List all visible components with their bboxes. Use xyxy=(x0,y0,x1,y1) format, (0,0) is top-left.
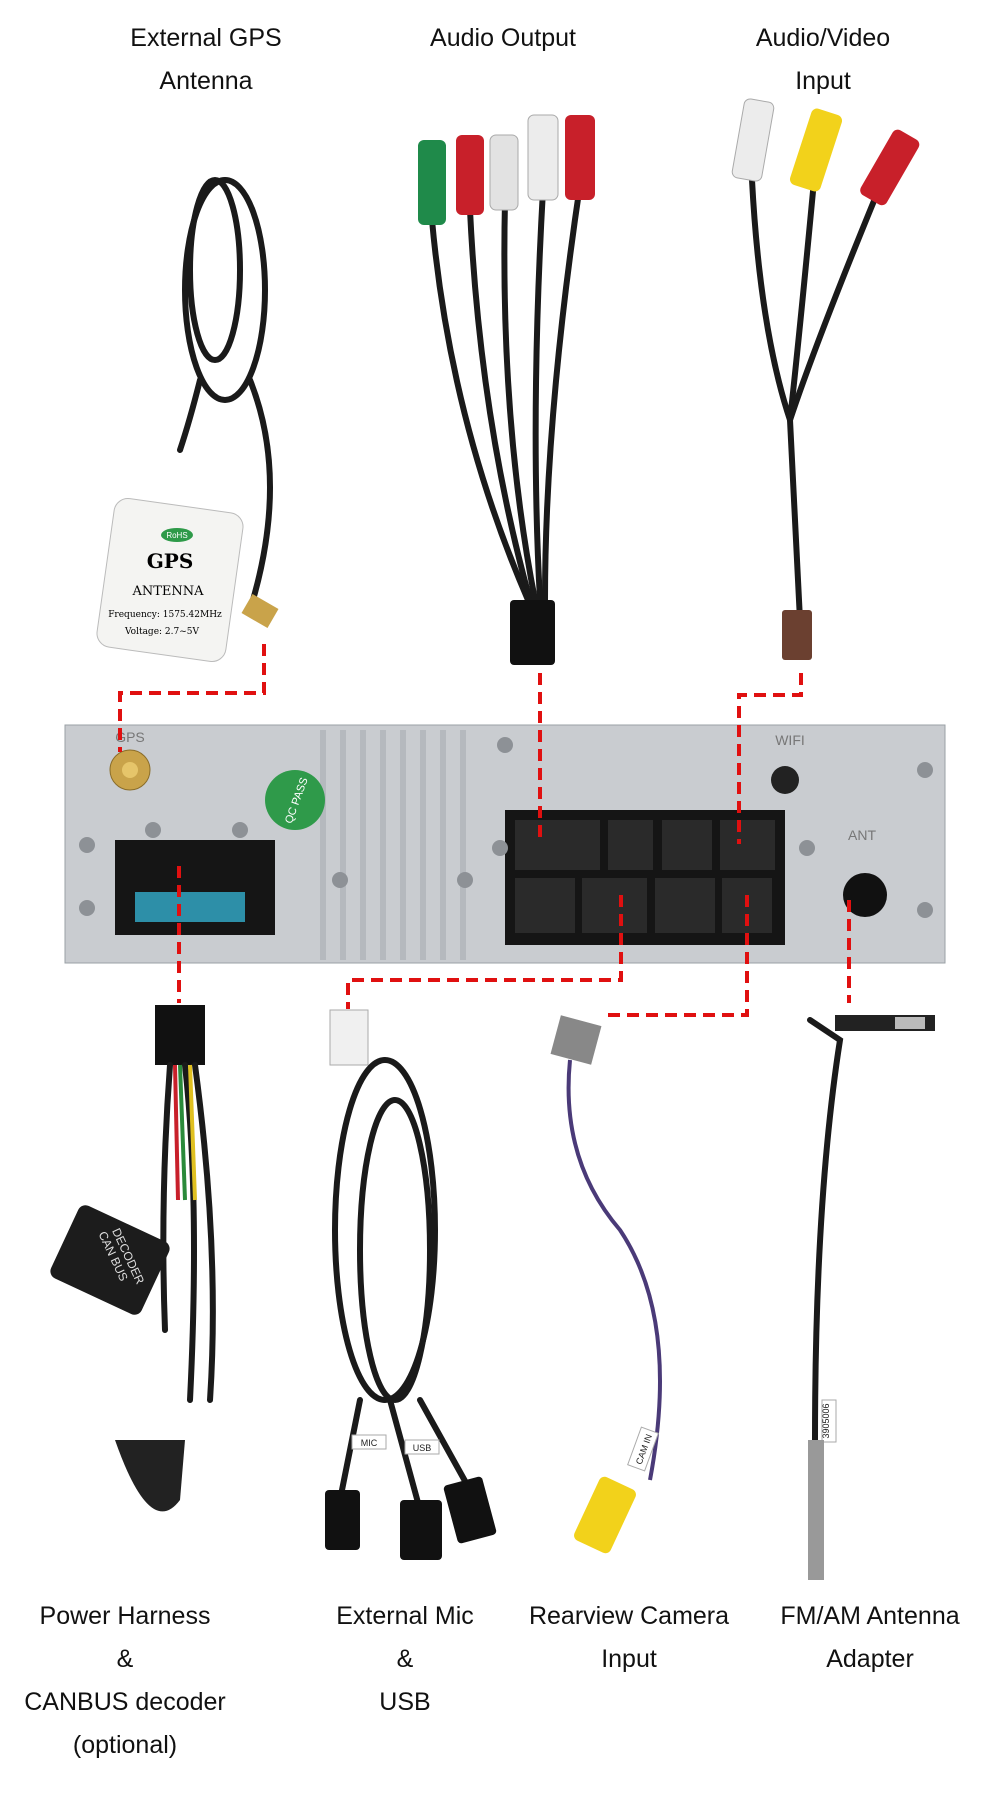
av-input-connection-line xyxy=(737,673,803,844)
av-input-label-1: Audio/Video xyxy=(756,24,890,52)
gps-frequency: Frequency: 1575.42MHz xyxy=(108,610,222,620)
mic-usb-label-2: & xyxy=(397,1645,414,1673)
gps-antenna-image: RoHS GPS ANTENNA Frequency: 1575.42MHz V… xyxy=(96,177,279,663)
wifi-port-label: WIFI xyxy=(775,732,805,748)
power-harness-image: CAN BUS DECODER xyxy=(50,1005,216,1512)
usb-tag: USB xyxy=(413,1443,432,1453)
gps-label-1: External GPS xyxy=(130,24,281,52)
power-label-1: Power Harness xyxy=(40,1602,211,1630)
power-label-4: (optional) xyxy=(73,1731,177,1759)
mic-usb-cable-image: MIC USB xyxy=(325,1009,497,1560)
camera-label-2: Input xyxy=(601,1645,657,1673)
mic-tag: MIC xyxy=(361,1438,378,1448)
mic-usb-label-3: USB xyxy=(379,1688,430,1716)
gps-module-subtitle: ANTENNA xyxy=(131,584,204,599)
audio-output-label: Audio Output xyxy=(430,24,576,52)
av-input-cable-image xyxy=(731,98,920,660)
ant-port-label: ANT xyxy=(848,827,876,843)
audio-output-cable-image xyxy=(418,114,595,665)
mic-usb-connection-line xyxy=(346,895,623,1009)
gps-port-label: GPS xyxy=(115,729,145,745)
power-label-2: & xyxy=(117,1645,134,1673)
ant-port xyxy=(843,873,887,917)
antenna-label-2: Adapter xyxy=(826,1645,914,1673)
power-label-3: CANBUS decoder xyxy=(24,1688,225,1716)
antenna-label-1: FM/AM Antenna xyxy=(780,1602,959,1630)
rohs-mark: RoHS xyxy=(166,531,187,540)
wifi-port xyxy=(771,766,799,794)
camera-connection-line xyxy=(604,895,749,1017)
gps-voltage: Voltage: 2.7~5V xyxy=(124,627,200,637)
gps-module-title: GPS xyxy=(147,549,194,573)
antenna-adapter-image: 3905006 xyxy=(807,1015,935,1580)
gps-connection-line xyxy=(118,644,266,752)
antenna-tag: 3905006 xyxy=(821,1403,831,1438)
mic-usb-label-1: External Mic xyxy=(336,1602,474,1630)
gps-label-2: Antenna xyxy=(159,67,252,95)
head-unit-back-panel: GPS QC PASS WIFI ANT xyxy=(64,724,946,964)
av-input-label-2: Input xyxy=(795,67,851,95)
camera-cable-image: CAM IN xyxy=(550,1015,662,1554)
camera-label-1: Rearview Camera xyxy=(529,1602,729,1630)
